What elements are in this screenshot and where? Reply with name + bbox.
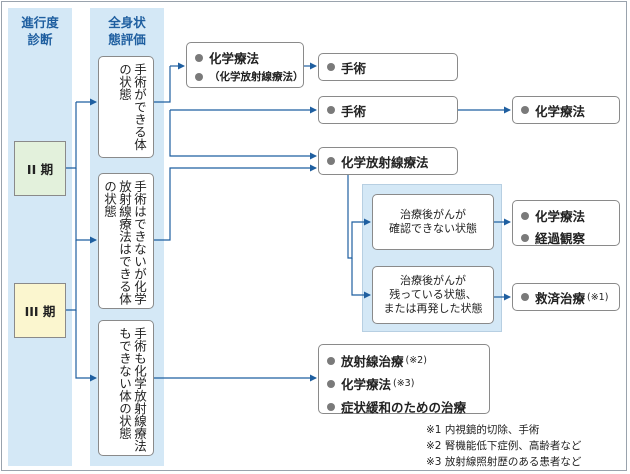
- bullet-icon: [327, 379, 335, 388]
- no-cancer-box: 治療後がんが 確認できない状態: [372, 194, 494, 250]
- chemo-observation-box: 化学療法 経過観察: [512, 200, 620, 246]
- chemo-after-surgery-box: 化学療法: [512, 96, 620, 124]
- stage-3-label: III 期: [24, 304, 56, 319]
- remaining-box: 治療後がんが 残っている状態、 または再発した状態: [372, 266, 494, 324]
- footnote-1: ※1 内視鏡的切除、手術: [426, 424, 540, 436]
- bullet-icon: [521, 233, 529, 242]
- chemo-item: 化学療法: [195, 48, 303, 67]
- remaining-line1: 治療後がんが: [400, 274, 466, 287]
- crt-box: 化学放射線療法: [318, 147, 458, 175]
- bullet-icon: [195, 53, 203, 62]
- chemo-box: 化学療法 （化学放射線療法）: [186, 42, 304, 88]
- can-surgery-to-crt: [169, 110, 317, 160]
- salvage-label: 救済治療: [535, 290, 586, 306]
- surgery-after-chemo-label: 手術: [341, 60, 367, 76]
- condition-no-surgery-can-crt: 手術はできないが化学放射線療法はできる体の状態: [98, 173, 154, 309]
- condition-no-surgery-can-crt-text: 手術はできないが化学放射線療法はできる体の状態: [102, 180, 147, 305]
- crt-to-remaining-arrow: [351, 258, 371, 299]
- bullet-icon: [195, 72, 203, 81]
- stage-3-box: III 期: [14, 283, 66, 338]
- condition-can-surgery: 手術ができる体の状態: [98, 56, 154, 158]
- bullet-icon: [521, 293, 529, 301]
- bullet-icon: [327, 402, 335, 411]
- bullet-icon: [327, 63, 335, 71]
- chemo-last-label: 化学療法: [341, 377, 392, 392]
- footnote-3: ※3 放射線照射歴のある患者など: [426, 456, 582, 468]
- stage-header-line1: 進行度: [21, 15, 59, 30]
- salvage-note: (※1): [587, 291, 609, 303]
- crt-label: 化学放射線療法: [341, 154, 429, 170]
- footnote-2: ※2 腎機能低下症例、高齢者など: [426, 440, 582, 452]
- stage3-connector: [66, 240, 77, 311]
- stage2-connector: [66, 102, 77, 169]
- condition-no-both-text: 手術も化学放射線療法もできない体の状態: [117, 327, 147, 452]
- stage-column: 進行度 診断: [8, 8, 72, 466]
- stage2-to-crt-condition-arrow: [75, 168, 97, 244]
- remaining-line3: または再発した状態: [383, 302, 483, 315]
- bullet-icon: [327, 157, 335, 165]
- condition-no-both: 手術も化学放射線療法もできない体の状態: [98, 320, 154, 456]
- condition-can-surgery-text: 手術ができる体の状態: [117, 63, 147, 151]
- crt-condition-to-crt-arrow: [154, 164, 317, 241]
- stage3-to-no-both-arrow: [75, 310, 97, 382]
- stage-header-line2: 診断: [27, 32, 53, 47]
- chemo-sub-item: （化学放射線療法）: [195, 69, 304, 84]
- no-cancer-line2: 確認できない状態: [389, 222, 477, 235]
- observation-label: 経過観察: [535, 231, 586, 246]
- surgery-box: 手術: [318, 96, 458, 124]
- surgery-label: 手術: [341, 103, 367, 119]
- palliative-label: 症状緩和のための治療: [341, 400, 467, 415]
- surgery-after-chemo-box: 手術: [318, 53, 458, 81]
- remaining-line2: 残っている状態、: [389, 288, 477, 301]
- radiotherapy-note: (※2): [405, 355, 427, 366]
- bullet-icon: [327, 106, 335, 114]
- radiotherapy-label: 放射線治療: [341, 354, 404, 369]
- chemo-last-note: (※3): [393, 378, 415, 389]
- status-header-line2: 態評価: [108, 32, 146, 47]
- stage-2-label: II 期: [26, 162, 54, 177]
- crt-to-outcomes: [347, 175, 371, 259]
- can-surgery-trunk: [154, 66, 171, 103]
- salvage-box: 救済治療(※1): [512, 283, 620, 311]
- status-header-line1: 全身状: [108, 15, 146, 30]
- non-surgical-box: 放射線治療(※2) 化学療法(※3) 症状緩和のための治療: [318, 344, 490, 415]
- bullet-icon: [521, 106, 529, 114]
- chemo-after-crt-label: 化学療法: [535, 209, 586, 224]
- bullet-icon: [327, 356, 335, 365]
- no-cancer-line1: 治療後がんが: [400, 208, 466, 221]
- stage-2-box: II 期: [14, 141, 66, 196]
- bullet-icon: [521, 211, 529, 220]
- chemo-after-surgery-label: 化学療法: [535, 103, 586, 119]
